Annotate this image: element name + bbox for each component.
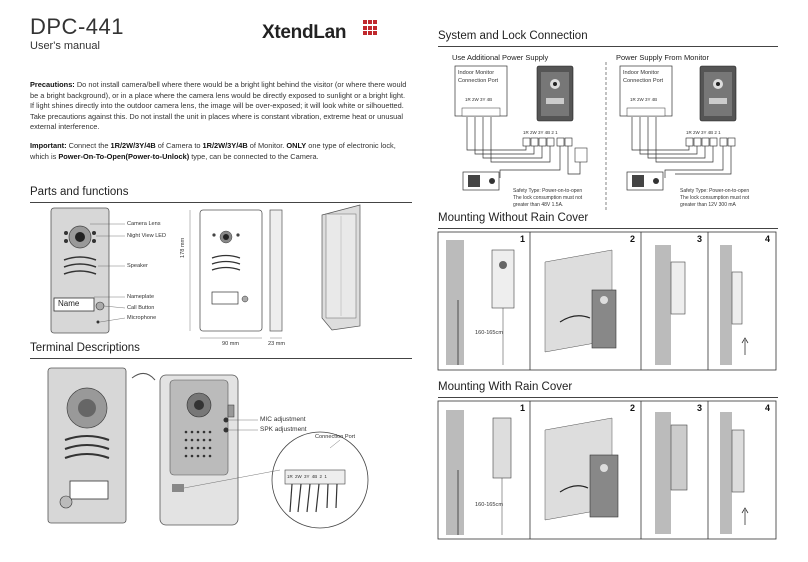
dimension-width: 90 mm (222, 341, 240, 347)
important-paragraph: Important: Connect the 1R/2W/3Y/4B of Ca… (30, 141, 410, 162)
safety-note-line: Safety Type: Power-on-to-open (513, 188, 583, 194)
important-bold: 1R/2W/3Y/4B (202, 141, 248, 150)
safety-note-line: The lock consumption must not (513, 195, 583, 201)
important-bold: 1R/2W/3Y/4B (110, 141, 156, 150)
important-bold: Power-On-To-Open(Power-to-Unlock) (58, 151, 190, 161)
part-label: Microphone (127, 315, 157, 321)
step-number: 2 (630, 403, 636, 413)
parts-heading: Parts and functions (30, 186, 129, 198)
camera-pins: 1R 2W 3Y 4B 2 1 (523, 130, 558, 135)
important-text: type, can be connected to the Camera. (189, 151, 319, 161)
precautions-label: Precautions: (30, 80, 75, 89)
mount-height-label: 160-165cm (475, 502, 503, 508)
left-diagram-title: Use Additional Power Supply (452, 53, 549, 62)
part-label: Call Button (127, 305, 155, 311)
connection-port-label: Connection Port (458, 78, 499, 84)
important-text: of Camera to (155, 141, 203, 150)
section-rule (438, 397, 778, 398)
step-number: 3 (697, 234, 703, 244)
pin-label: 2 (319, 474, 323, 479)
pin-label: 4B (311, 474, 318, 479)
section-rule (30, 358, 412, 359)
indoor-monitor-label: Indoor Monitor (623, 70, 660, 76)
pin-label: 3Y (304, 474, 310, 479)
safety-note-line: greater than 48V 1.5A. (513, 202, 564, 208)
connection-port-label: Connection Port (623, 78, 664, 84)
document-subtitle: User's manual (30, 40, 100, 52)
section-rule (438, 46, 778, 47)
step-number: 2 (630, 234, 636, 244)
pin-label: 1R (287, 474, 293, 479)
brand-logo: XtendLan (262, 22, 347, 43)
system-heading: System and Lock Connection (438, 30, 588, 42)
indoor-monitor-label: Indoor Monitor (458, 70, 495, 76)
precautions-text: Do not install camera/bell where there w… (30, 80, 407, 131)
step-number: 4 (765, 234, 771, 244)
part-label: Night View LED (127, 233, 167, 239)
section-rule (30, 202, 412, 203)
section-rule (438, 228, 778, 229)
pin-label: 1 (324, 474, 327, 479)
terminal-heading: Terminal Descriptions (30, 342, 140, 354)
step-number: 1 (520, 234, 526, 244)
nameplate-text: Name (58, 299, 80, 308)
important-text: Connect the (68, 141, 111, 150)
mount-with-heading: Mounting With Rain Cover (438, 381, 573, 393)
important-text: of Monitor. (247, 141, 287, 150)
mount-height-label: 160-165cm (475, 330, 503, 336)
spk-adjustment-label: SPK adjustment (260, 426, 307, 433)
important-bold: ONLY (286, 141, 307, 150)
mic-adjustment-label: MIC adjustment (260, 416, 306, 423)
safety-note-line: Safety Type: Power-on-to-open (680, 188, 750, 194)
part-label: Camera Lens (127, 221, 161, 227)
port-pins: 1R 2W 3Y 4B 2 1 (287, 474, 327, 479)
right-diagram-title: Power Supply From Monitor (616, 53, 709, 62)
part-label: Speaker (127, 263, 148, 269)
important-text: one type of electronic lock, which is (30, 141, 396, 161)
monitor-pins: 1R 2W 3Y 4B (630, 97, 658, 102)
important-label: Important: (30, 141, 67, 150)
step-number: 4 (765, 403, 771, 413)
safety-note-line: greater than 12V 300 mA (680, 202, 736, 208)
step-number: 3 (697, 403, 703, 413)
monitor-pins: 1R 2W 3Y 4B (465, 97, 493, 102)
safety-note-line: The lock consumption must not (680, 195, 750, 201)
connection-port-label: Connection Port (315, 434, 356, 440)
mount-without-heading: Mounting Without Rain Cover (438, 212, 589, 224)
precautions-paragraph: Precautions: Do not install camera/bell … (30, 80, 410, 133)
step-number: 1 (520, 403, 526, 413)
dimension-depth: 23 mm (268, 341, 286, 347)
document-title: DPC-441 (30, 14, 124, 39)
camera-pins: 1R 2W 3Y 4B 2 1 (686, 130, 721, 135)
pin-label: 2W (295, 474, 302, 479)
part-label: Nameplate (127, 294, 155, 300)
logo-mark-icon (363, 20, 379, 36)
